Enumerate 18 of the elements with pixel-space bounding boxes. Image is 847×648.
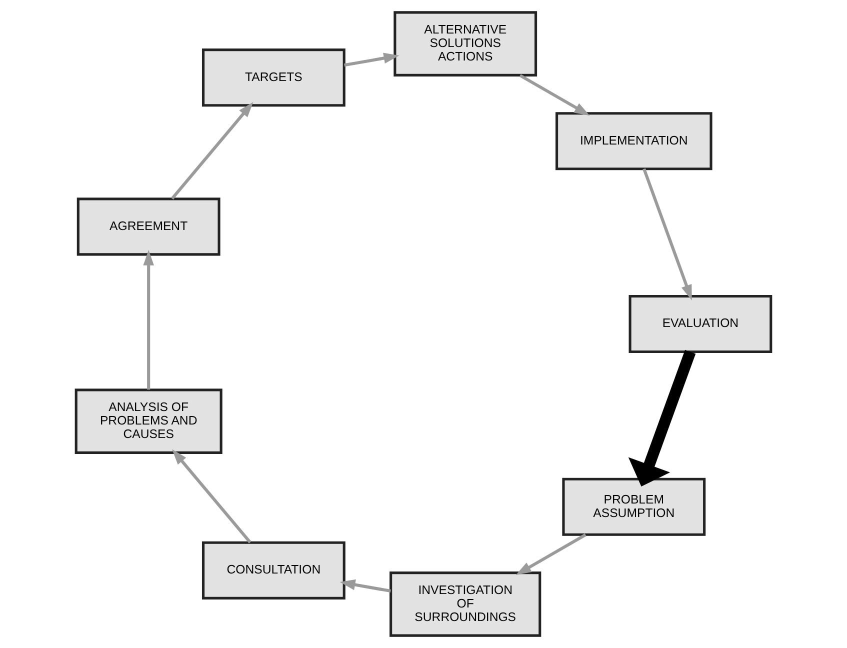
arrow xyxy=(172,449,252,544)
node-box: PROBLEM ASSUMPTION xyxy=(562,478,706,536)
node-box: TARGETS xyxy=(202,48,346,107)
arrow xyxy=(516,533,586,576)
node-box: EVALUATION xyxy=(628,294,772,354)
arrow xyxy=(340,579,391,593)
arrow xyxy=(344,52,400,67)
arrow xyxy=(170,102,254,200)
arrow xyxy=(628,350,696,486)
arrow xyxy=(519,74,590,116)
node-box: IMPLEMENTATION xyxy=(556,112,712,170)
node-box: INVESTIGATION OF SURROUNDINGS xyxy=(390,572,542,637)
arrow xyxy=(642,168,692,300)
node-box: AGREEMENT xyxy=(76,198,220,256)
node-box: ANALYSIS OF PROBLEMS AND CAUSES xyxy=(74,388,222,454)
node-box: ALTERNATIVE SOLUTIONS ACTIONS xyxy=(394,11,538,76)
arrow xyxy=(143,250,154,390)
node-box: CONSULTATION xyxy=(202,541,346,600)
